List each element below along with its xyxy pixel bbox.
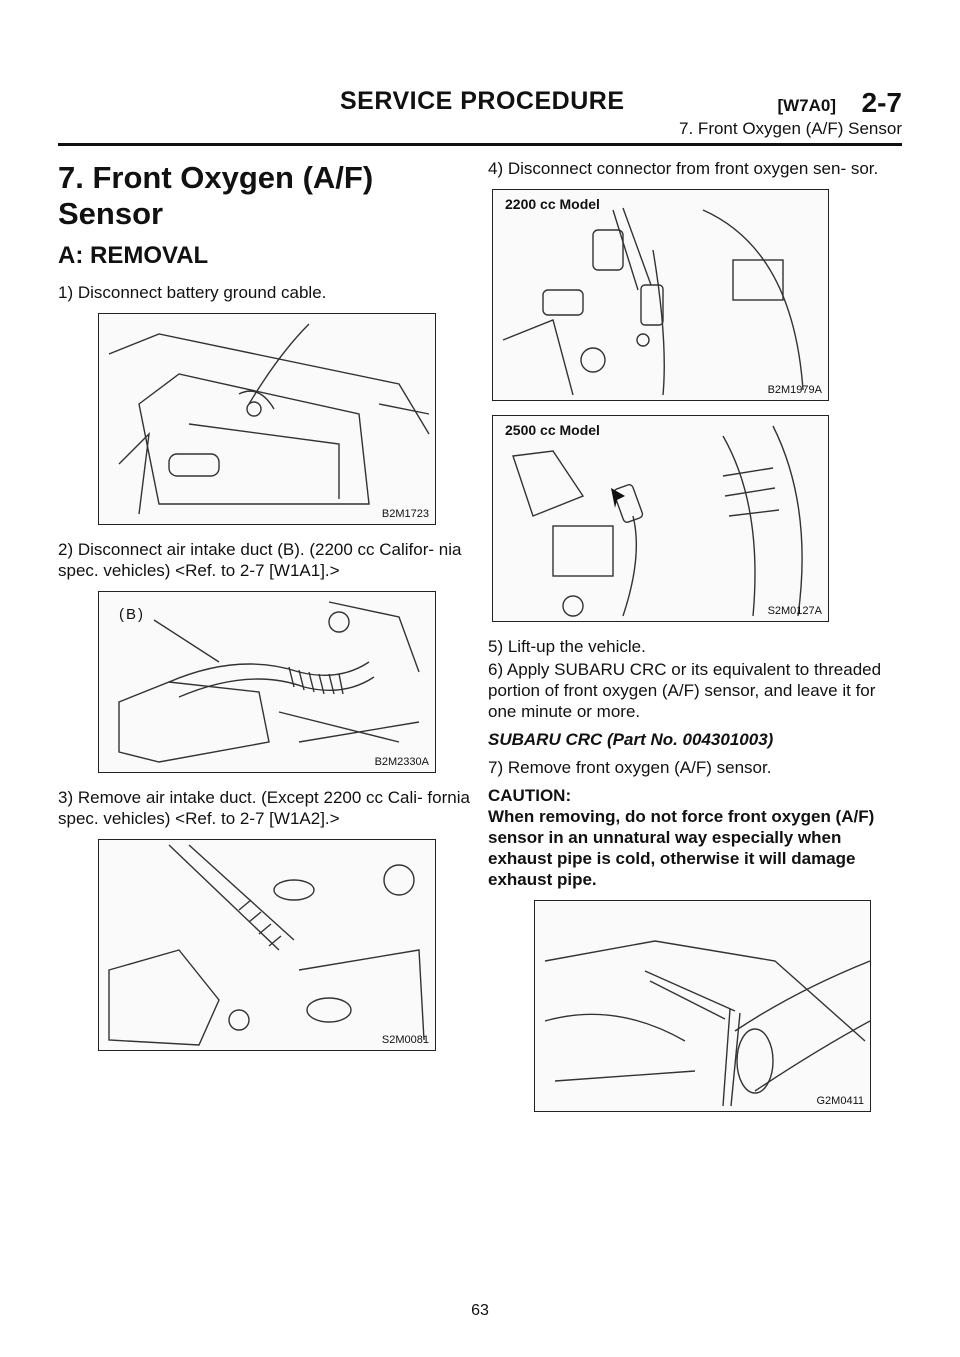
step-6: 6) Apply SUBARU CRC or its equivalent to… [488, 660, 882, 721]
figure-connector-2500: 2500 cc Model S2M0127A [492, 415, 829, 622]
header-rule [58, 143, 902, 146]
step-7: 7) Remove front oxygen (A/F) sensor. [488, 758, 772, 777]
section-code: [W7A0] [777, 96, 836, 115]
figure-remove-sensor: G2M0411 [534, 900, 871, 1112]
figure-code: B2M1979A [767, 384, 822, 396]
pointer-arrow [611, 488, 625, 508]
section-heading: A: REMOVAL [58, 242, 209, 269]
connector-2500-illustration [512, 425, 803, 617]
figure-code: G2M0411 [816, 1095, 865, 1107]
figure-code: S2M0081 [381, 1034, 429, 1046]
step-4: 4) Disconnect connector from front oxyge… [488, 159, 879, 178]
figure-connector-2200: 2200 cc Model B2M1979A [492, 189, 829, 401]
left-column: 7. Front Oxygen (A/F) Sensor A: REMOVAL … [58, 158, 473, 1065]
page-number: 63 [471, 1302, 489, 1319]
step-3: 3) Remove air intake duct. (Except 2200 … [58, 788, 470, 828]
figure-battery: B2M1723 [98, 313, 436, 525]
figure-intake-duct-b: (B) B2M2330A [98, 591, 436, 773]
caution-title: CAUTION: [488, 786, 572, 805]
figure-code: S2M0127A [767, 605, 822, 617]
connector-2200-illustration [502, 207, 804, 396]
header-subtitle: 7. Front Oxygen (A/F) Sensor [679, 119, 902, 138]
page-header: SERVICE PROCEDURE [W7A0] 2-7 7. Front Ox… [58, 80, 902, 146]
figure-code: B2M2330A [374, 756, 429, 768]
intake-duct-illustration [118, 601, 420, 763]
right-column: 4) Disconnect connector from front oxyge… [488, 158, 903, 1126]
step-2: 2) Disconnect air intake duct (B). (2200… [58, 540, 462, 580]
figure-remove-duct: S2M0081 [98, 839, 436, 1051]
page-title: 7. Front Oxygen (A/F) Sensor [58, 160, 374, 231]
model-label-2500: 2500 cc Model [505, 422, 600, 438]
crc-part-number: SUBARU CRC (Part No. 004301003) [488, 730, 774, 749]
remove-sensor-illustration [544, 940, 870, 1107]
model-label-2200: 2200 cc Model [505, 196, 600, 212]
part-label-b: (B) [119, 606, 145, 623]
figure-code: B2M1723 [381, 508, 429, 520]
battery-illustration [108, 323, 430, 515]
caution-text: When removing, do not force front oxygen… [488, 807, 875, 889]
chapter-number: 2-7 [861, 87, 902, 118]
step-5: 5) Lift-up the vehicle. [488, 637, 646, 656]
step-1: 1) Disconnect battery ground cable. [58, 283, 327, 302]
section-title: SERVICE PROCEDURE [340, 87, 625, 115]
remove-duct-illustration [108, 844, 425, 1046]
